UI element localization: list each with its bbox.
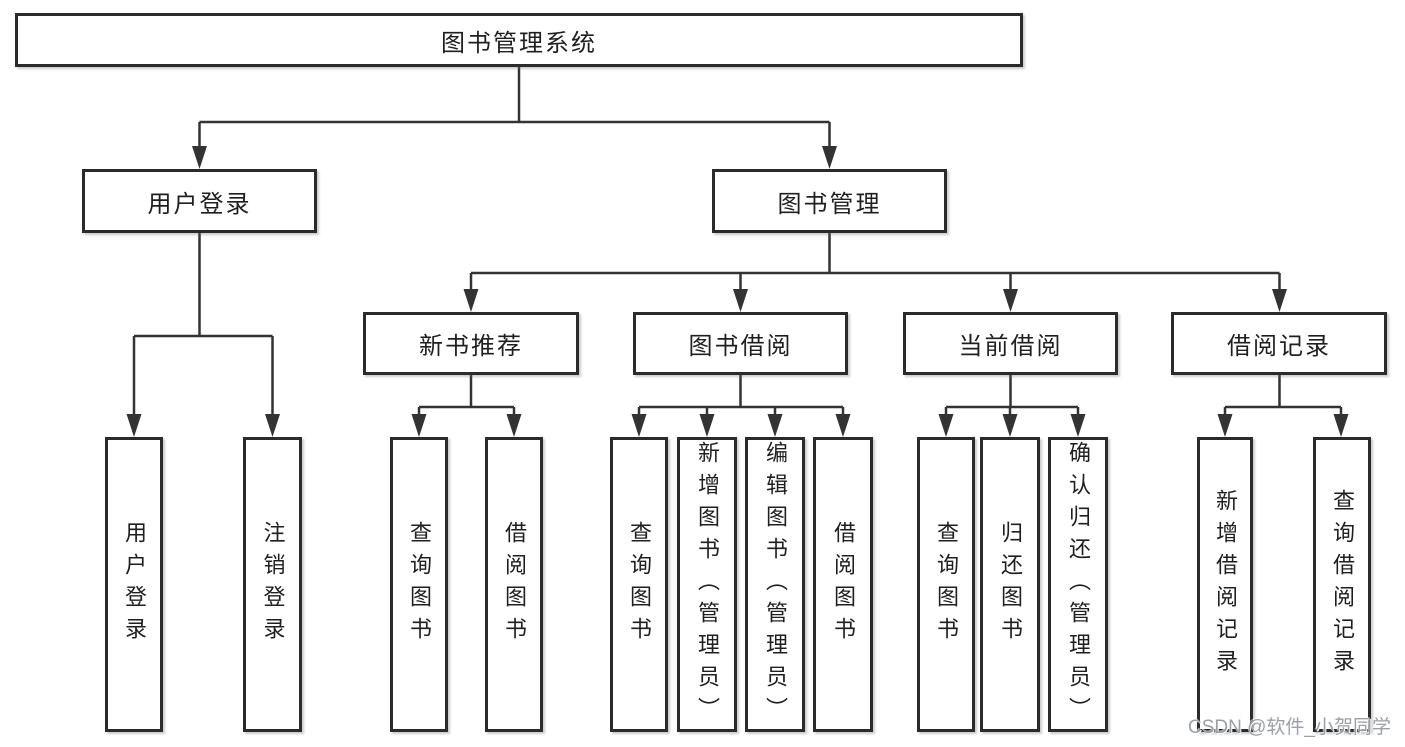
tree-edges — [132, 67, 1343, 419]
leaf-borrow-borrow-books: 借阅图书 — [813, 437, 873, 732]
node-user-login: 用户登录 — [82, 169, 317, 233]
watermark: CSDN @软件_小贺同学 — [1188, 717, 1391, 738]
leaf-current-query-books: 查询图书 — [917, 437, 975, 732]
leaf-newbook-query-books: 查询图书 — [390, 437, 448, 732]
arrowhead-icons — [126, 146, 1349, 437]
leaf-current-return-books: 归还图书 — [980, 437, 1040, 732]
node-book-borrowing: 图书借阅 — [633, 312, 848, 375]
leaf-records-add-record: 新增借阅记录 — [1197, 437, 1253, 732]
leaf-borrow-add-books-admin: 新增图书（管理员） — [677, 437, 737, 732]
node-book-management: 图书管理 — [712, 169, 947, 233]
leaf-borrow-edit-books-admin: 编辑图书（管理员） — [745, 437, 805, 732]
leaf-logout: 注销登录 — [243, 437, 302, 732]
leaf-current-confirm-return-admin: 确认归还（管理员） — [1048, 437, 1108, 732]
leaf-records-query-record: 查询借阅记录 — [1313, 437, 1371, 732]
leaf-newbook-borrow-books: 借阅图书 — [485, 437, 543, 732]
node-borrow-records: 借阅记录 — [1171, 312, 1387, 375]
leaf-user-login: 用户登录 — [105, 437, 163, 732]
node-current-borrowing: 当前借阅 — [903, 312, 1118, 375]
leaf-borrow-query-books: 查询图书 — [610, 437, 668, 732]
node-new-book-recommend: 新书推荐 — [363, 312, 579, 375]
node-root: 图书管理系统 — [15, 13, 1023, 67]
